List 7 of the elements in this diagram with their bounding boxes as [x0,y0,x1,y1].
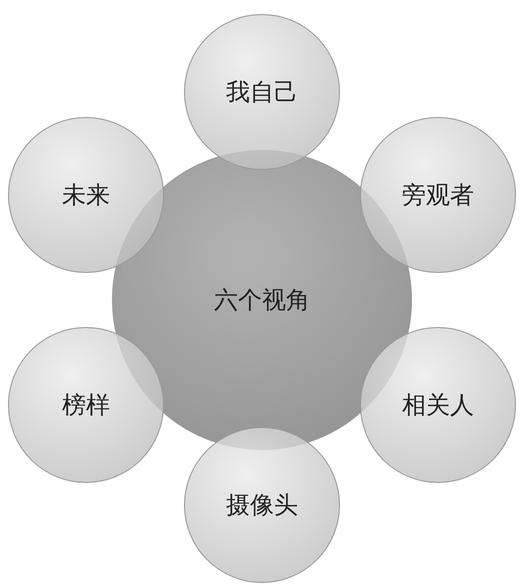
bubble-label: 摄像头 [226,490,298,521]
bubble-label: 未来 [62,180,110,211]
bubble-label: 我自己 [226,77,298,108]
bubble-label: 榜样 [62,390,110,421]
bubble-label: 六个视角 [214,285,310,316]
bubble-label: 相关人 [402,390,474,421]
bubble-label: 旁观者 [402,180,474,211]
